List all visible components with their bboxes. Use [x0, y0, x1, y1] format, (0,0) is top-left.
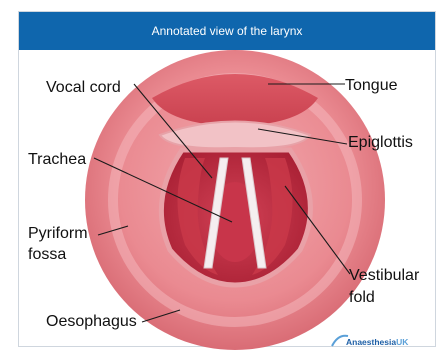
label-fold: fold — [349, 288, 375, 307]
label-vocal-cord: Vocal cord — [46, 78, 121, 97]
label-fossa: fossa — [28, 245, 66, 264]
logo-brand: Anaesthesia — [346, 337, 396, 347]
label-pyriform: Pyriform — [28, 224, 88, 243]
label-epiglottis: Epiglottis — [348, 133, 413, 152]
label-tongue: Tongue — [345, 76, 398, 95]
label-vestibular: Vestibular — [349, 266, 419, 285]
anaesthesiauk-logo: AnaesthesiaUK — [346, 337, 408, 347]
logo-suffix: UK — [396, 337, 408, 347]
label-trachea: Trachea — [28, 150, 86, 169]
label-oesophagus: Oesophagus — [46, 312, 137, 331]
